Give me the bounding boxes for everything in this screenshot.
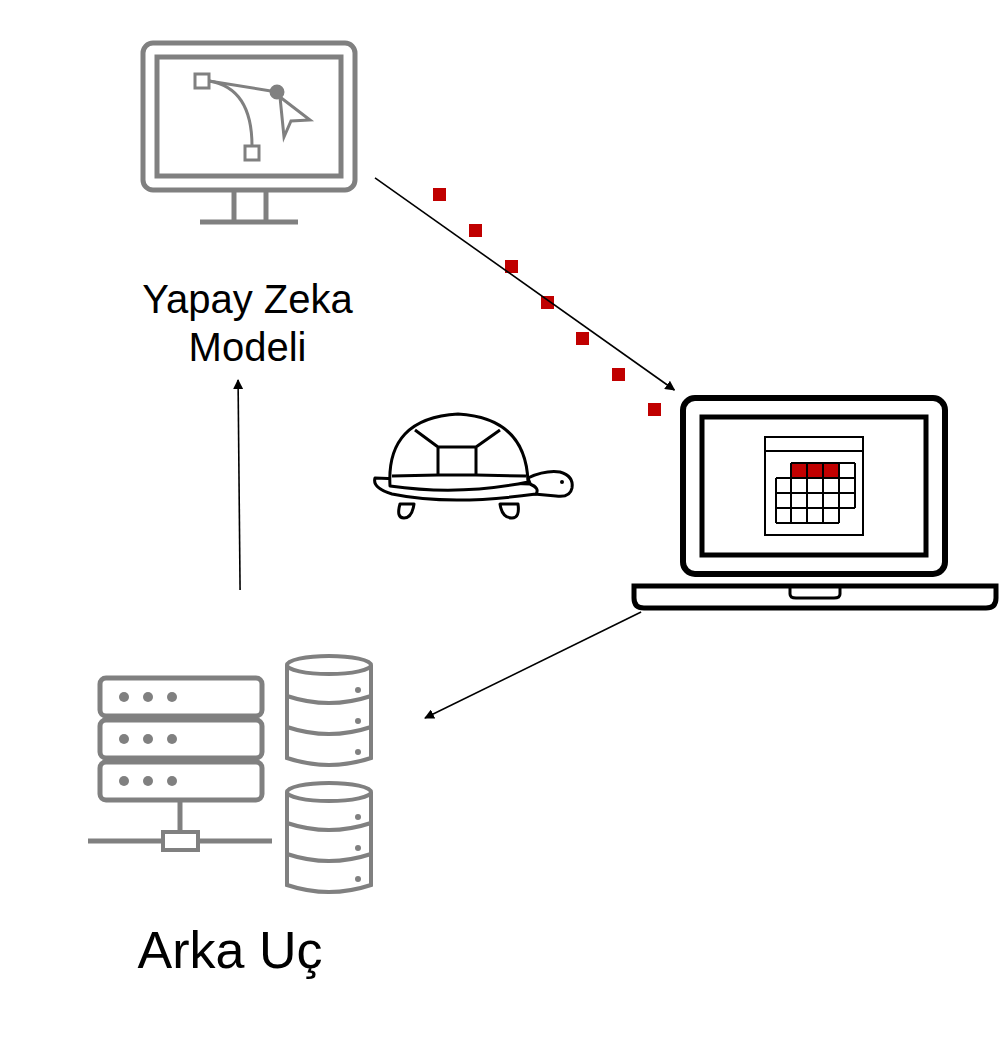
laptop-node xyxy=(630,390,1000,612)
flow-arrow xyxy=(375,178,674,390)
model-node: Yapay Zeka Modeli xyxy=(120,35,375,380)
bezier-icon xyxy=(195,74,310,160)
server-icon xyxy=(88,678,272,850)
monitor-icon xyxy=(143,43,355,222)
laptop-icon xyxy=(634,398,996,608)
node-label: Arka Uç xyxy=(80,920,380,980)
calendar-icon xyxy=(765,437,863,535)
database-lights xyxy=(355,687,361,882)
turtle-icon xyxy=(375,414,573,518)
node-label: Yapay Zeka Modeli xyxy=(120,275,375,371)
data-flow-dots xyxy=(433,188,661,416)
flow-arrow xyxy=(425,612,641,718)
backend-node: Arka Uç xyxy=(80,590,425,990)
server-lights xyxy=(119,692,177,786)
database-icon xyxy=(287,656,371,892)
flow-arrow xyxy=(238,380,240,590)
